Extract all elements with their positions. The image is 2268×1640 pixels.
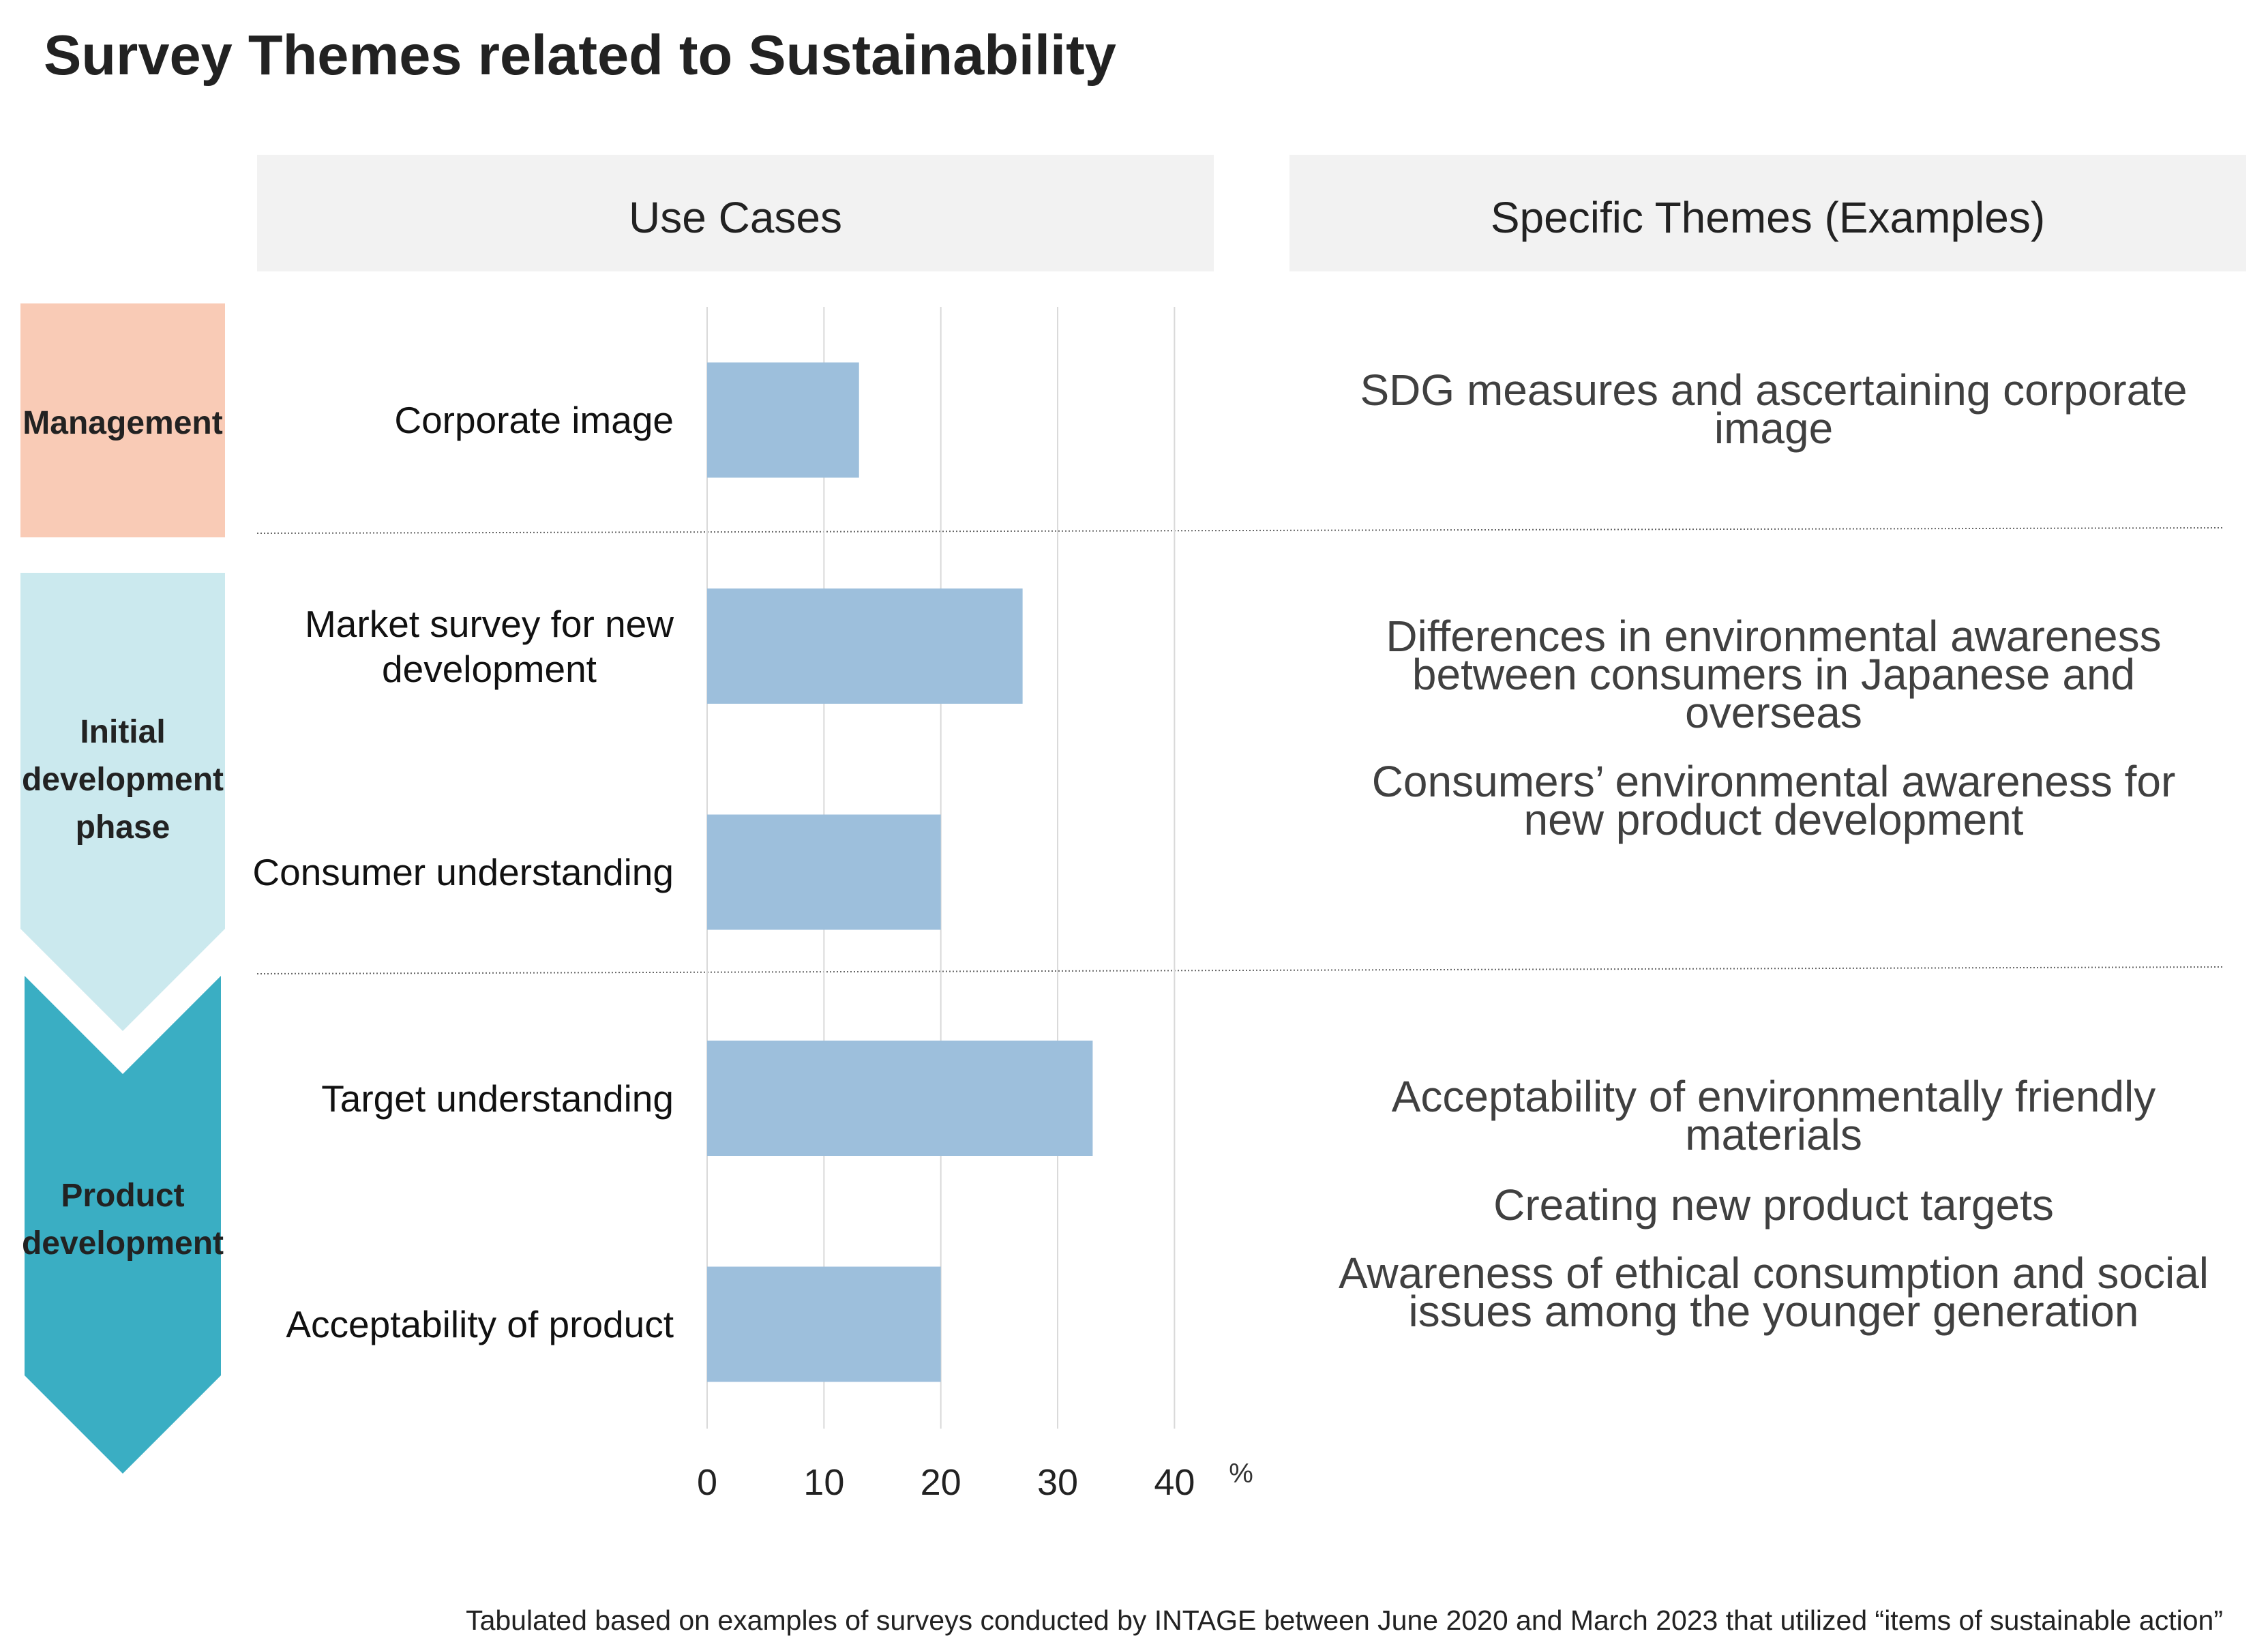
theme-item: Creating new product targets	[1493, 1180, 2054, 1229]
themes-header-label: Specific Themes (Examples)	[1490, 192, 2046, 242]
theme-item: Awareness of ethical consumption and soc…	[1339, 1249, 2209, 1336]
use-cases-header-label: Use Cases	[629, 192, 842, 242]
theme-item: Acceptability of environmentally friendl…	[1391, 1072, 2156, 1159]
x-tick-label-20: 20	[920, 1462, 961, 1503]
phase-label-product-development: Product development	[21, 1178, 224, 1262]
x-tick-label-40: 40	[1154, 1462, 1195, 1503]
use-cases-column-header: Use Cases	[257, 155, 1214, 271]
phase-label-management: Management	[23, 405, 223, 441]
use-case-bar-chart	[706, 307, 1176, 1429]
phase-label-initial-development: Initial development phase	[21, 714, 224, 846]
bar-corporate-image	[707, 362, 859, 478]
x-tick-label-10: 10	[803, 1462, 845, 1503]
bar-acceptability-of-product	[707, 1266, 941, 1382]
category-label-market-survey-for-new-development: Market survey for new development	[304, 602, 674, 690]
phase-product-development-arrow	[25, 976, 221, 1474]
theme-item: SDG measures and ascertaining corporate …	[1360, 366, 2188, 453]
category-label-corporate-image: Corporate image	[394, 399, 674, 441]
themes-column-header: Specific Themes (Examples)	[1289, 155, 2246, 271]
x-axis-unit-label: %	[1229, 1459, 1253, 1489]
category-label-target-understanding: Target understanding	[321, 1077, 674, 1120]
category-label-acceptability-of-product: Acceptability of product	[286, 1303, 674, 1345]
page-title: Survey Themes related to Sustainability	[44, 23, 1116, 87]
theme-item: Differences in environmental awareness b…	[1386, 612, 2162, 737]
bar-market-survey-for-new-development	[707, 588, 1023, 704]
phase-management-block	[20, 303, 225, 537]
phase-initial-development-arrow	[20, 573, 225, 1031]
group-separator-2	[256, 966, 2224, 974]
x-tick-label-30: 30	[1036, 1462, 1079, 1503]
source-footnote: Tabulated based on examples of surveys c…	[466, 1605, 2223, 1636]
group-separator-1	[256, 527, 2224, 534]
theme-item: Consumers’ environmental awareness for n…	[1371, 757, 2176, 844]
category-label-consumer-understanding: Consumer understanding	[252, 851, 674, 893]
x-tick-label-0: 0	[696, 1462, 718, 1503]
group-separators	[256, 527, 2224, 974]
bar-target-understanding	[707, 1041, 1093, 1156]
phase-shapes	[20, 303, 225, 1474]
bar-consumer-understanding	[707, 814, 941, 930]
